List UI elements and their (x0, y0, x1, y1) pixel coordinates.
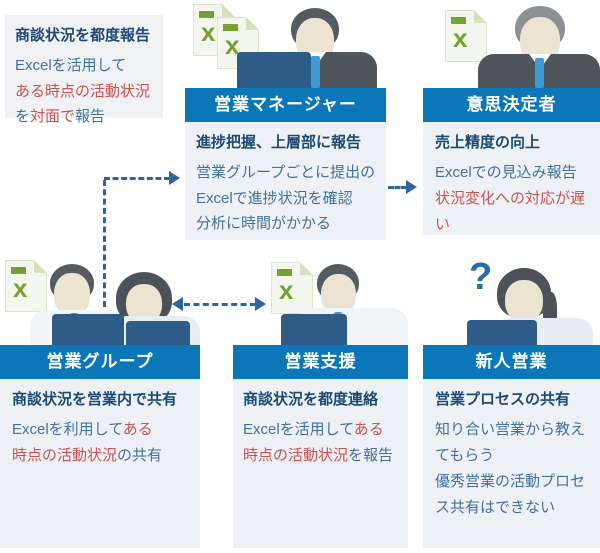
note-segment: 報告 (75, 108, 106, 125)
face (54, 273, 90, 317)
body-title: 営業プロセスの共有 (435, 391, 571, 408)
arrowhead-right-icon (406, 180, 417, 194)
column-header-sales-group: 営業グループ (0, 345, 200, 379)
column-body-manager: 進捗把握、上層部に報告 営業グループごとに提出の Excelで進捗状況を確認 分… (185, 122, 386, 240)
note-segment: を (15, 108, 31, 125)
body-line: 営業グループごとに提出の (196, 164, 376, 181)
text-segment: 時点の活動状況 (243, 446, 349, 464)
excel-x-label: x (279, 275, 294, 305)
manager-illustration: x x (185, 0, 386, 88)
body-line: 分析に時間がかかる (196, 215, 332, 232)
sales-support-illustration: x (233, 250, 408, 345)
text-segment: Excelを利用して (12, 421, 123, 438)
page-fold-icon (300, 262, 313, 275)
body-line: 時点の活動状況の共有 (12, 443, 188, 469)
body-title: 商談状況を営業内で共有 (12, 391, 178, 408)
note-box: 商談状況を都度報告 Excelを活用して ある時点の活動状況 を対面で報告 (5, 15, 163, 125)
excel-x-label: x (453, 23, 468, 53)
arrowhead-right-icon (169, 171, 180, 185)
body-line: 優秀営業の活動プロセス共有はできない (435, 473, 586, 516)
excel-x-label: x (225, 30, 240, 60)
body-line: 時点の活動状況を報告 (243, 443, 398, 469)
page-fold-icon (474, 10, 487, 23)
decision-maker-illustration: x (423, 0, 600, 88)
excel-bar (451, 17, 466, 24)
arrowhead-right-icon (255, 297, 266, 311)
face (505, 280, 543, 322)
body-title: 売上精度の向上 (435, 134, 541, 151)
text-segment: 時点の活動状況 (12, 446, 118, 464)
tie (311, 56, 320, 88)
text-segment: を報告 (348, 446, 394, 464)
column-body-decision: 売上精度の向上 Excelでの見込み報告 状況変化への対応が遅い (423, 122, 600, 235)
arrow-horizontal-line (184, 303, 256, 306)
arrow-vertical-line (103, 180, 106, 307)
page-fold-icon (246, 17, 259, 30)
body-line: 状況変化への対応が遅い (435, 189, 586, 233)
excel-bar (223, 24, 238, 31)
column-header-decision: 意思決定者 (423, 88, 600, 122)
text-segment: Excelを活用して (243, 421, 354, 438)
column-body-sales-group: 商談状況を営業内で共有 Excelを利用してある 時点の活動状況の共有 (0, 379, 200, 548)
arrow-horizontal-line (104, 177, 170, 180)
excel-x-label: x (13, 273, 28, 303)
column-body-sales-support: 商談状況を都度連絡 Excelを活用してある 時点の活動状況を報告 (233, 379, 408, 548)
excel-bar (11, 267, 26, 274)
page-fold-icon (222, 4, 235, 17)
note-line: ある時点の活動状況 (15, 82, 151, 100)
rookie-illustration: ? (423, 250, 600, 345)
laptop-icon (237, 52, 311, 88)
excel-x-label: x (201, 17, 216, 47)
body-title: 進捗把握、上層部に報告 (196, 134, 362, 151)
question-icon: ? (469, 256, 493, 298)
arrowhead-left-icon (172, 297, 183, 311)
column-header-sales-support: 営業支援 (233, 345, 408, 379)
text-segment: ある (122, 421, 153, 438)
column-header-rookie: 新人営業 (423, 345, 600, 379)
page-fold-icon (34, 260, 47, 273)
note-line: を対面で報告 (15, 104, 153, 130)
body-line: Excelを利用してある (12, 417, 188, 443)
laptop-icon (126, 321, 190, 345)
note-segment: 対面で (30, 108, 76, 125)
body-line: Excelで進捗状況を確認 (196, 189, 353, 207)
excel-bar (277, 269, 292, 276)
body-line: Excelを活用してある (243, 417, 398, 443)
body-title: 商談状況を都度連絡 (243, 391, 379, 408)
sales-group-illustration: x (0, 250, 200, 345)
text-segment: ある (353, 421, 384, 438)
laptop-icon (52, 314, 124, 345)
note-title: 商談状況を都度報告 (15, 27, 151, 44)
note-line: Excelを活用して (15, 57, 127, 74)
laptop-icon (467, 320, 537, 345)
excel-file-icon: x (445, 10, 487, 62)
column-body-rookie: 営業プロセスの共有 知り合い営業から教えてもらう 優秀営業の活動プロセス共有はで… (423, 379, 600, 548)
arrow-horizontal-line (388, 186, 407, 189)
tie (535, 58, 544, 88)
body-line: Excelでの見込み報告 (435, 164, 577, 181)
excel-file-icon: x (5, 260, 47, 312)
text-segment: の共有 (117, 446, 163, 464)
column-header-manager: 営業マネージャー (185, 88, 386, 122)
body-line: 知り合い営業から教えてもらう (435, 421, 586, 464)
excel-file-icon: x (271, 262, 313, 314)
excel-bar (199, 11, 214, 18)
laptop-icon (281, 314, 347, 345)
